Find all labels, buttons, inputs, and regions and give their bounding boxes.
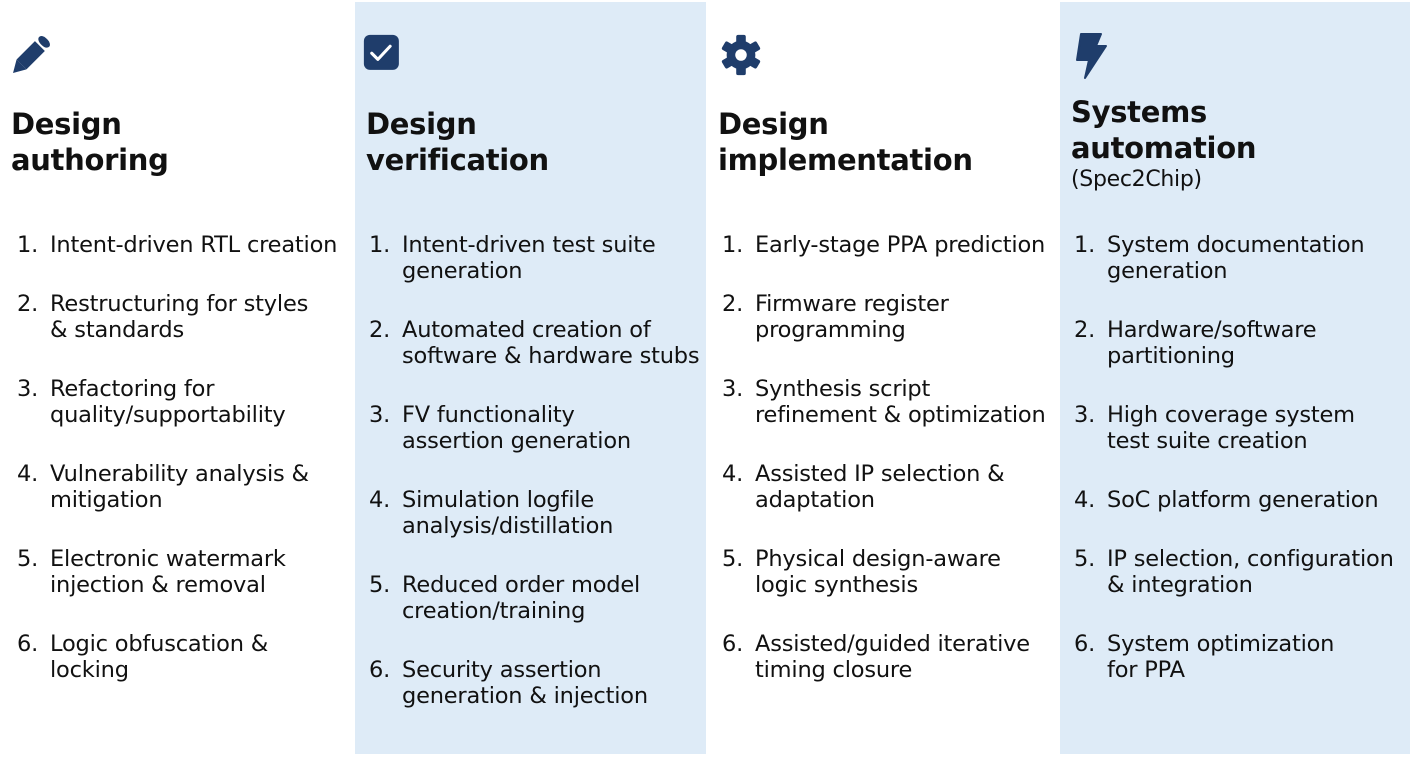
checkbox-checked-icon: [363, 34, 399, 70]
list-item: 1.Intent-driven test suite generation: [369, 232, 656, 284]
list-item: 3.High coverage system test suite creati…: [1074, 402, 1355, 454]
list-item: 3.Synthesis script refinement & optimiza…: [722, 376, 1046, 428]
list-item: 1.System documentation generation: [1074, 232, 1365, 284]
list-item: 4.SoC platform generation: [1074, 487, 1379, 513]
task-list: 1.System documentation generation 2.Hard…: [1060, 232, 1410, 716]
column-title: Design implementation: [718, 107, 973, 177]
list-item: 4.Simulation logfile analysis/distillati…: [369, 487, 614, 539]
list-item: 4.Assisted IP selection & adaptation: [722, 461, 1005, 513]
gear-icon: [721, 34, 761, 76]
column-title: Systems automation (Spec2Chip): [1071, 95, 1257, 192]
list-item: 5.Reduced order model creation/training: [369, 572, 641, 624]
column-design-authoring: Design authoring 1.Intent-driven RTL cre…: [0, 2, 354, 754]
column-title: Design authoring: [11, 107, 169, 177]
list-item: 4.Vulnerability analysis & mitigation: [17, 461, 309, 513]
list-item: 6.Logic obfuscation & locking: [17, 631, 269, 683]
task-list: 1.Intent-driven test suite generation 2.…: [355, 232, 706, 742]
list-item: 3.Refactoring for quality/supportability: [17, 376, 286, 428]
list-item: 5.IP selection, configuration & integrat…: [1074, 546, 1394, 598]
list-item: 2.Restructuring for styles & standards: [17, 291, 309, 343]
column-design-implementation: Design implementation 1.Early-stage PPA …: [707, 2, 1059, 754]
task-list: 1.Early-stage PPA prediction 2.Firmware …: [707, 232, 1059, 716]
list-item: 6.Assisted/guided iterative timing closu…: [722, 631, 1030, 683]
list-item: 6.System optimization for PPA: [1074, 631, 1335, 683]
list-item: 3.FV functionality assertion generation: [369, 402, 631, 454]
task-list: 1.Intent-driven RTL creation 2.Restructu…: [0, 232, 354, 716]
list-item: 2.Firmware register programming: [722, 291, 949, 343]
column-design-verification: Design verification 1.Intent-driven test…: [355, 2, 706, 754]
list-item: 2.Automated creation of software & hardw…: [369, 317, 700, 369]
list-item: 1.Early-stage PPA prediction: [722, 232, 1046, 258]
column-systems-automation: Systems automation (Spec2Chip) 1.System …: [1060, 2, 1410, 754]
pencil-icon: [13, 36, 50, 73]
column-title: Design verification: [366, 107, 549, 177]
list-item: 2.Hardware/software partitioning: [1074, 317, 1317, 369]
list-item: 6.Security assertion generation & inject…: [369, 657, 648, 709]
column-subtitle: (Spec2Chip): [1071, 167, 1202, 192]
list-item: 5.Electronic watermark injection & remov…: [17, 546, 286, 598]
list-item: 5.Physical design-aware logic synthesis: [722, 546, 1001, 598]
list-item: 1.Intent-driven RTL creation: [17, 232, 338, 258]
lightning-bolt-icon: [1076, 33, 1107, 79]
